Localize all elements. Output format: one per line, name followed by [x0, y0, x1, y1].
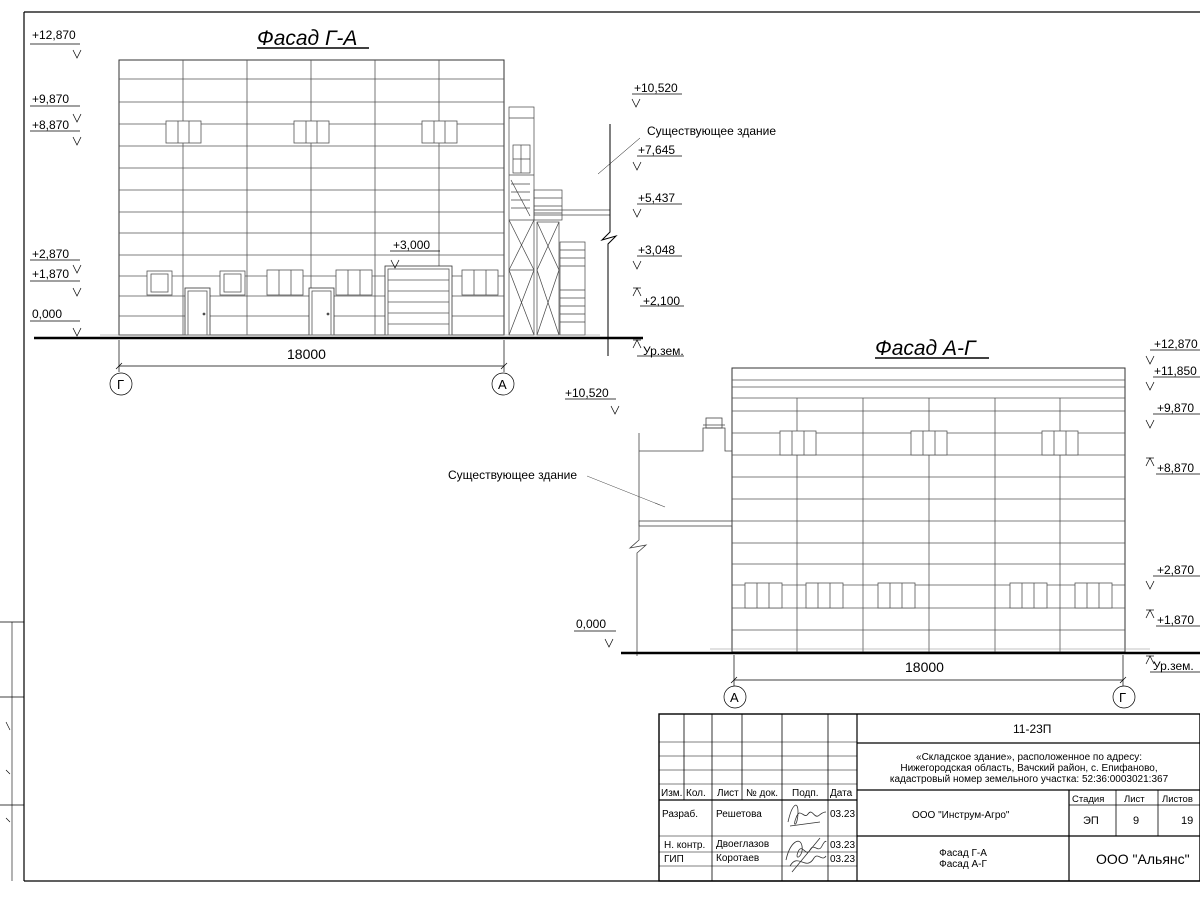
sheet-value: 9: [1133, 815, 1139, 827]
facade-ag-title: Фасад А-Г: [875, 337, 977, 360]
level-1870: +1,870: [32, 267, 69, 281]
axis-g-right: Г: [1119, 690, 1126, 705]
date-developer: 03.23: [830, 809, 855, 820]
sheet-header: Лист: [1124, 794, 1145, 805]
sheet-frame: [0, 11, 1200, 882]
existing-building-label-ag: Существующее здание: [448, 468, 577, 482]
level-12870: +12,870: [32, 28, 76, 42]
facade-ag: Фасад А-Г: [448, 337, 1200, 709]
name-chief-engineer: Коротаев: [716, 853, 759, 864]
facade-ag-levels-right: [1145, 349, 1200, 673]
project-line-1: «Складское здание», расположенное по адр…: [916, 752, 1142, 763]
role-developer: Разраб.: [662, 808, 698, 820]
stage-value: ЭП: [1083, 815, 1099, 827]
ground-level-ag: Ур.зем.: [1153, 659, 1194, 673]
stage-header: Стадия: [1072, 794, 1104, 805]
level-8870: +8,870: [32, 118, 69, 132]
header-kol: Кол.: [686, 788, 706, 799]
name-developer: Решетова: [716, 809, 762, 820]
facade-ga-width: 18000: [287, 346, 326, 362]
level-2870-ag: +2,870: [1157, 563, 1194, 577]
ground-level-ga: Ур.зем.: [643, 344, 684, 358]
sheets-header: Листов: [1162, 794, 1193, 805]
level-3048: +3,048: [638, 243, 675, 257]
header-doc: № док.: [746, 788, 778, 799]
level-12870-ag: +12,870: [1154, 337, 1198, 351]
existing-building-edge: [597, 124, 641, 356]
sheet-title-1: Фасад Г-А: [939, 848, 987, 859]
client-company: ООО "Инструм-Агро": [912, 810, 1010, 821]
stair-tower: [508, 106, 610, 336]
header-sign: Подп.: [792, 788, 819, 799]
facade-ga-title: Фасад Г-А: [257, 27, 357, 50]
level-2100: +2,100: [643, 294, 680, 308]
facade-ag-building: [731, 367, 1126, 653]
level-0000-ag: 0,000: [576, 617, 606, 631]
project-line-2: Нижегородская область, Вачский район, с.…: [900, 762, 1157, 774]
level-10520: +10,520: [634, 81, 678, 95]
date-norm-control: 03.23: [830, 840, 855, 851]
level-0000: 0,000: [32, 307, 62, 321]
level-7645: +7,645: [638, 143, 675, 157]
axis-g-left: Г: [117, 377, 124, 392]
title-block: 11-23П «Складское здание», расположенное…: [658, 713, 1200, 882]
level-2870: +2,870: [32, 247, 69, 261]
level-9870-ag: +9,870: [1157, 401, 1194, 415]
project-code: 11-23П: [1013, 722, 1051, 736]
facade-ag-dimension: [723, 655, 1136, 709]
header-izm: Изм.: [661, 788, 682, 799]
axis-a-right: А: [498, 377, 507, 392]
name-norm-control: Двоеглазов: [716, 839, 769, 850]
role-norm-control: Н. контр.: [664, 840, 705, 851]
header-date: Дата: [830, 788, 853, 799]
sheet-title-2: Фасад А-Г: [939, 859, 987, 870]
level-gate-3000: +3,000: [393, 238, 430, 252]
level-9870: +9,870: [32, 92, 69, 106]
company-name: ООО "Альянс": [1096, 851, 1190, 867]
level-1870-ag: +1,870: [1157, 613, 1194, 627]
facade-ga-levels-left: [30, 43, 82, 337]
facade-ga-building: [118, 59, 505, 336]
facade-ga-levels-right: [631, 93, 684, 357]
date-chief-engineer: 03.23: [830, 854, 855, 865]
signature-control: [785, 837, 827, 873]
role-chief-engineer: ГИП: [664, 854, 684, 865]
facade-ga-dimension: [109, 340, 515, 396]
existing-building-ag: [586, 417, 733, 656]
signature-developer: [787, 804, 827, 827]
level-8870-ag: +8,870: [1157, 461, 1194, 475]
existing-building-label-ga: Существующее здание: [647, 124, 776, 138]
project-line-3: кадастровый номер земельного участка: 52…: [890, 774, 1169, 785]
facade-ag-width: 18000: [905, 659, 944, 675]
sheets-value: 19: [1181, 815, 1193, 827]
axis-a-left: А: [730, 690, 739, 705]
level-10520-ag: +10,520: [565, 386, 609, 400]
level-5437: +5,437: [638, 191, 675, 205]
facade-ga: Фасад Г-А: [30, 27, 776, 396]
header-list: Лист: [717, 788, 739, 799]
level-11850-ag: +11,850: [1154, 364, 1197, 378]
